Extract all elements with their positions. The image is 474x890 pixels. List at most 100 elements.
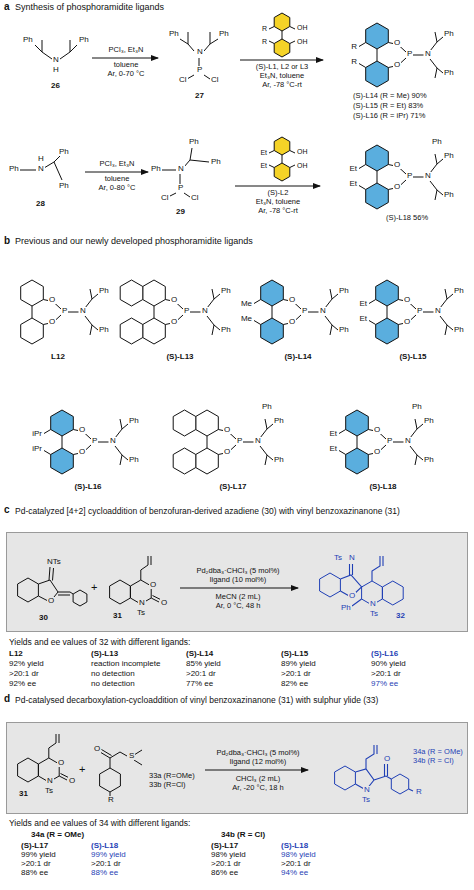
text-label: O — [48, 318, 56, 326]
ring — [73, 590, 87, 606]
text-label: Ph — [58, 182, 70, 190]
reaction-condition: Pd₂dba₃·CHCl₃ (5 mol%) — [196, 567, 279, 575]
text-label: Ph — [423, 456, 435, 464]
bond-lines — [44, 430, 51, 455]
text-label: iPr — [31, 430, 43, 438]
bond-lines — [369, 300, 376, 325]
text-label: R — [350, 43, 358, 51]
bond-lines — [62, 419, 128, 465]
text-label: NTs — [46, 558, 62, 566]
text-label: L12 — [8, 650, 24, 658]
text-label: 90% yield — [370, 660, 407, 668]
text-label: Et₃N, toluene — [255, 198, 301, 206]
text-label: Et — [259, 149, 268, 156]
text-label: P — [236, 437, 243, 445]
text-label: 92% ee — [8, 680, 37, 688]
text-label: a — [3, 2, 11, 12]
text-label: (S)-L14 — [283, 353, 312, 361]
text-label: Et — [358, 300, 368, 308]
text-label: Ph — [128, 456, 140, 464]
text-label: Ph — [431, 138, 443, 146]
text-label: R — [261, 25, 268, 32]
text-label: O — [393, 183, 401, 191]
text-label: Et — [348, 165, 358, 173]
text-label: 31 — [18, 790, 29, 798]
text-label: P — [177, 184, 184, 192]
ring — [274, 137, 290, 155]
text-label: Et₃N, toluene — [259, 72, 305, 80]
text-label: O — [170, 318, 178, 326]
text-label: 28 — [35, 200, 46, 208]
text-label: O — [47, 597, 55, 605]
text-label: Ts — [44, 787, 54, 795]
bond-lines — [377, 154, 443, 200]
text-label: R — [261, 38, 268, 45]
text-label: O — [48, 296, 56, 304]
ring — [196, 448, 219, 474]
text-label: N — [424, 50, 432, 58]
text-label: (S)-L18 — [90, 842, 119, 850]
text-label: Cl — [210, 76, 220, 84]
text-label: P — [183, 307, 190, 315]
ring — [18, 578, 39, 602]
text-label: Ph — [98, 287, 110, 295]
text-label: 88% ee — [90, 869, 119, 877]
ring — [21, 318, 44, 344]
text-label: Ar, -78 °C-rt — [257, 207, 299, 215]
text-label: H — [52, 66, 60, 74]
text-label: 86% ee — [210, 869, 239, 877]
text-label: Ph — [210, 158, 222, 166]
ring — [196, 410, 219, 436]
ring — [100, 768, 121, 792]
text-label: N — [109, 437, 117, 445]
text-label: no detection — [90, 670, 136, 678]
ring — [261, 280, 284, 306]
bond-lines — [359, 165, 366, 190]
text-label: N — [434, 307, 442, 315]
text-label: Ph — [218, 30, 230, 38]
text-label: H — [37, 155, 45, 163]
text-label: N — [254, 437, 262, 445]
text-label: 33a (R=OMe) — [148, 772, 196, 780]
ring — [391, 774, 408, 794]
text-label: toluene — [104, 175, 131, 183]
text-label: c — [3, 505, 11, 515]
ring — [346, 448, 369, 474]
ring — [376, 280, 399, 306]
text-label: P — [301, 307, 308, 315]
text-label: P — [406, 172, 413, 180]
text-label: 99% yield — [90, 851, 127, 859]
text-label: Ph — [443, 30, 455, 38]
reaction-condition: Ar, 0 °C, 48 h — [216, 602, 261, 610]
ring — [346, 410, 369, 436]
text-label: Yields and ee values of 34 with differen… — [8, 819, 191, 828]
bond-lines — [154, 289, 220, 335]
text-label: Ts — [333, 554, 343, 562]
text-label: Et — [328, 445, 338, 453]
text-label: (S)-L16 — [73, 483, 102, 491]
scheme-panel: Pd₂dba₃·CHCl₃ (5 mol%)ligand (12 mol%)CH… — [6, 722, 468, 814]
text-label: 26 — [50, 82, 61, 90]
text-label: Ph — [78, 36, 90, 44]
text-label: (S)-L16 (R = iPr) 71% — [352, 112, 426, 120]
text-label: R — [415, 788, 423, 796]
text-label: 34b (R = Cl) — [220, 831, 266, 839]
reaction-condition: MeCN (2 mL) — [215, 593, 260, 601]
text-label: 31 — [112, 612, 123, 620]
reaction-condition: ligand (10 mol%) — [210, 576, 266, 584]
reaction-arrows — [85, 58, 323, 770]
bond-lines — [272, 289, 338, 335]
text-label: Ph — [22, 36, 34, 44]
text-label: P — [416, 307, 423, 315]
text-label: OH — [296, 162, 309, 169]
text-label: 32 — [395, 612, 406, 620]
text-label: O — [93, 745, 101, 753]
text-label: 97% ee — [370, 680, 399, 688]
text-label: 27 — [194, 92, 205, 100]
bond-lines — [32, 289, 98, 335]
bond-lines — [377, 32, 443, 78]
ring — [274, 163, 290, 181]
ring — [366, 183, 389, 209]
